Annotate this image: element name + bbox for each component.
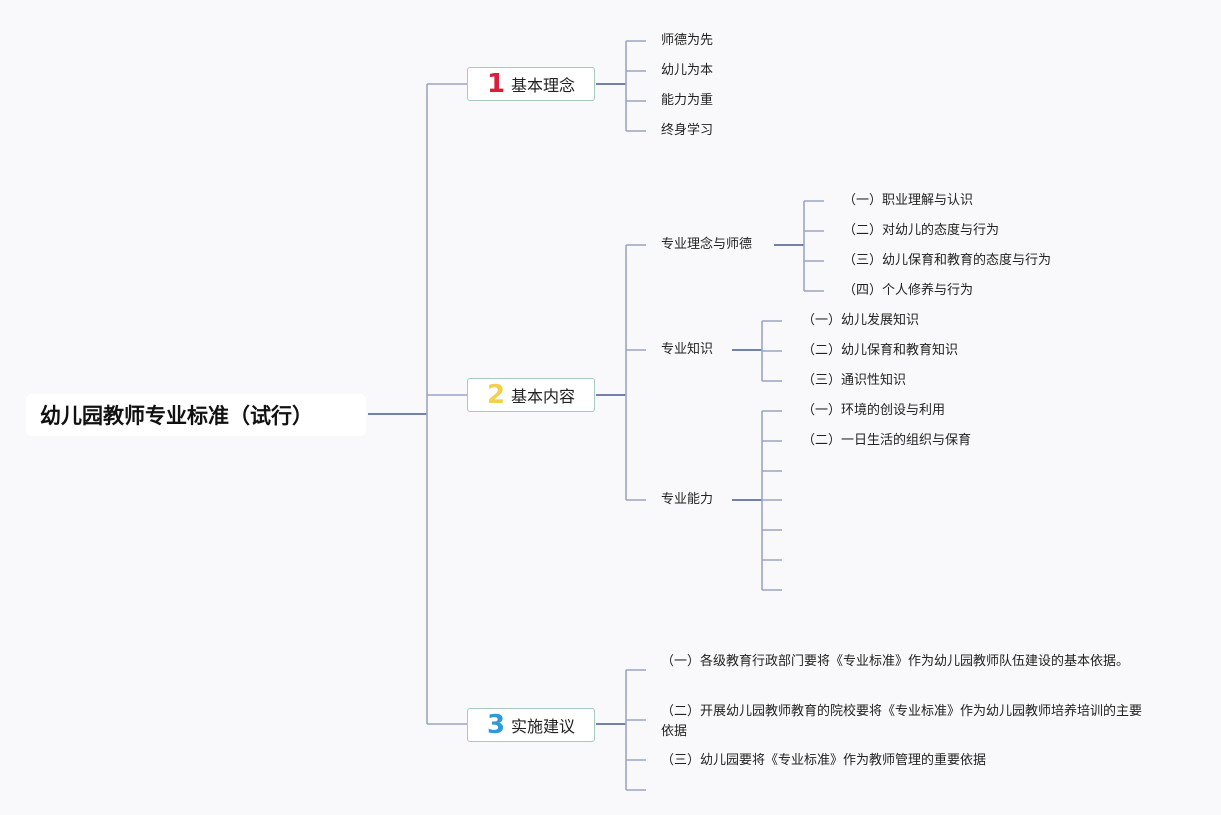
topic-ability-focus[interactable]: 能力为重	[661, 93, 714, 108]
branch-label: 实施建议	[511, 717, 576, 736]
topic-professional-ability[interactable]: 专业能力	[661, 492, 714, 507]
number-2-icon: 2	[486, 380, 506, 410]
leaf-item[interactable]: （三）通识性知识	[802, 373, 907, 388]
topic-suggestion-1[interactable]: （一）各级教育行政部门要将《专业标准》作为幼儿园教师队伍建设的基本依据。	[661, 654, 1130, 669]
leaf-item[interactable]: （二）对幼儿的态度与行为	[843, 223, 1000, 238]
branch-basic-content[interactable]: 2 基本内容	[467, 378, 595, 412]
topic-child-centered[interactable]: 幼儿为本	[661, 63, 714, 78]
topic-suggestion-3[interactable]: （三）幼儿园要将《专业标准》作为教师管理的重要依据	[661, 753, 987, 768]
number-1-icon: 1	[486, 69, 506, 99]
leaf-item[interactable]: （一）职业理解与认识	[843, 193, 974, 208]
topic-professional-ethics[interactable]: 专业理念与师德	[661, 237, 753, 252]
leaf-item[interactable]: （一）环境的创设与利用	[802, 403, 946, 418]
branch-basic-concepts[interactable]: 1 基本理念	[467, 67, 595, 101]
branch-label: 基本内容	[511, 387, 576, 406]
topic-suggestion-2[interactable]: （二）开展幼儿园教师教育的院校要将《专业标准》作为幼儿园教师培养培训的主要依据	[661, 704, 1143, 739]
root-topic-label: 幼儿园教师专业标准（试行）	[40, 404, 313, 428]
branch-implementation[interactable]: 3 实施建议	[467, 708, 595, 742]
topic-lifelong-learning[interactable]: 终身学习	[661, 123, 714, 138]
leaf-item[interactable]: （二）幼儿保育和教育知识	[802, 343, 959, 358]
topic-ethics-first[interactable]: 师德为先	[661, 33, 714, 48]
number-3-icon: 3	[486, 710, 506, 740]
leaf-item[interactable]: （四）个人修养与行为	[843, 283, 974, 298]
topic-professional-knowledge[interactable]: 专业知识	[661, 342, 714, 357]
root-topic[interactable]: 幼儿园教师专业标准（试行）	[26, 394, 366, 436]
branch-label: 基本理念	[511, 76, 576, 95]
leaf-item[interactable]: （二）一日生活的组织与保育	[802, 433, 972, 448]
leaf-item[interactable]: （三）幼儿保育和教育的态度与行为	[843, 253, 1052, 268]
leaf-item[interactable]: （一）幼儿发展知识	[802, 313, 920, 328]
